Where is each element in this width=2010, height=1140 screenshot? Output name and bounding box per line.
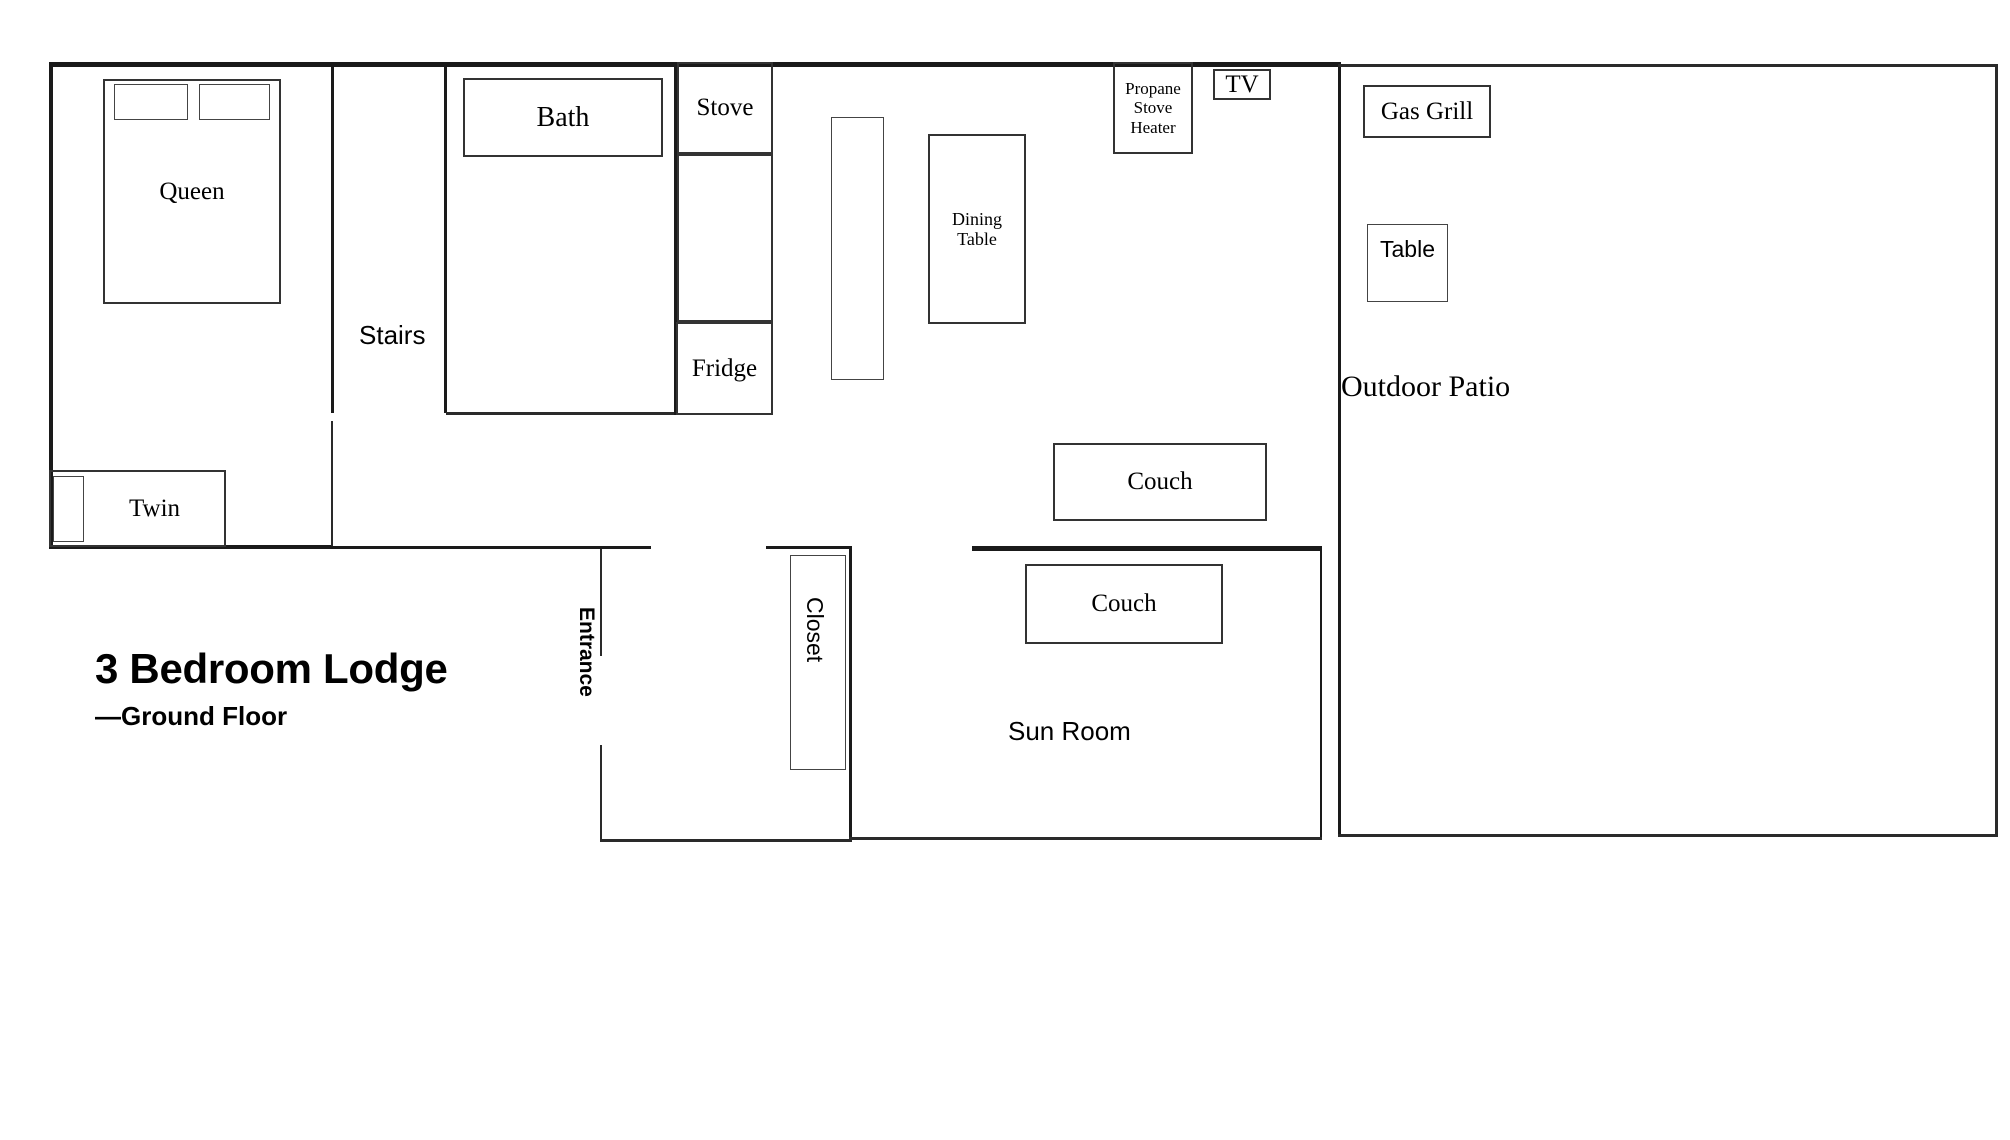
outdoor-patio-label: Outdoor Patio [1341,370,1511,403]
patio-table: Table [1367,224,1448,302]
kitchen-island [831,117,884,380]
page-title: 3 Bedroom Lodge [95,645,448,692]
stove-label: Stove [696,94,754,121]
gas-grill-label: Gas Grill [1380,97,1474,125]
wall-bath-bottom [446,412,674,415]
sun-room-label: Sun Room [1008,716,1131,746]
queen-bed-label: Queen [159,177,225,205]
stairs-label: Stairs [359,320,426,350]
wall-patio-bottom [1338,834,1998,837]
bath-label: Bath [536,101,590,133]
tv-label: TV [1225,70,1259,98]
wall-closet-top [766,546,851,549]
tv: TV [1213,69,1271,100]
gas-grill: Gas Grill [1363,85,1491,138]
wall-left-exterior [49,62,53,549]
queen-bed: Queen [103,79,281,304]
closet-label: Closet [802,597,828,663]
wall-sunroom-right [1320,546,1322,839]
queen-pillow-left-icon [114,84,188,120]
couch-upper-label: Couch [1127,468,1193,495]
bath-tub: Bath [463,78,663,157]
dining-table-label: Dining Table [951,208,1002,249]
title-block: 3 Bedroom Lodge —Ground Floor [95,645,448,732]
fridge: Fridge [676,322,773,415]
couch-lower-label: Couch [1091,590,1157,617]
propane-stove-heater-label: Propane Stove Heater [1125,79,1181,137]
couch-lower: Couch [1025,564,1223,644]
wall-entry-bottom [600,839,852,842]
wall-sunroom-bottom [849,837,1322,840]
wall-kitchen-column-left [674,62,677,415]
wall-entrance-lower-stub [600,745,602,841]
twin-bed: Twin [49,470,226,547]
fridge-label: Fridge [691,354,758,382]
twin-pillow-icon [53,476,84,542]
wall-patio-left [1338,62,1341,837]
couch-upper: Couch [1053,443,1267,521]
wall-patio-top [1338,64,1998,67]
wall-stairs-left-lower [331,421,333,549]
stove: Stove [677,62,773,154]
closet [790,555,846,770]
twin-bed-label: Twin [128,494,181,522]
patio-table-label: Table [1380,236,1435,263]
entrance-label: Entrance [575,607,598,697]
wall-bedroom-bottom [49,545,331,549]
propane-stove-heater: Propane Stove Heater [1113,62,1193,154]
wall-sunroom-top-left [972,546,1320,551]
queen-pillow-right-icon [199,84,270,120]
kitchen-counter [677,154,773,322]
wall-top-main [49,62,1339,67]
wall-patio-right [1995,64,1998,836]
wall-middle-left [331,546,651,549]
wall-stairs-left-upper [331,62,334,413]
wall-closet-right [849,546,852,839]
page-subtitle: —Ground Floor [95,701,288,731]
dining-table: Dining Table [928,134,1026,324]
wall-entrance-upper-stub [600,549,602,656]
wall-stairs-right [444,62,447,413]
